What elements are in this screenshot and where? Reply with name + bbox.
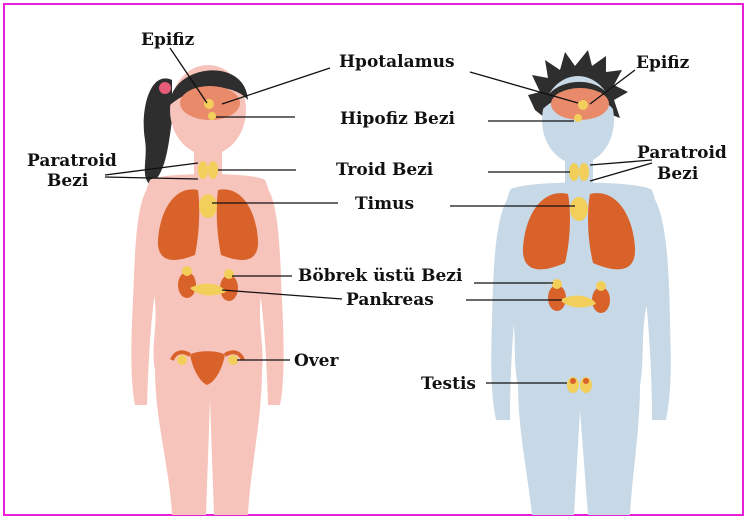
label-bobrek: Böbrek üstü Bezi	[298, 266, 463, 286]
label-hipofiz: Hipofiz Bezi	[340, 109, 456, 129]
label-pankreas: Pankreas	[346, 290, 434, 310]
female-legs	[155, 370, 262, 515]
label-paratroid-left-line2: Bezi	[47, 171, 89, 191]
male-adrenal-right	[596, 281, 606, 291]
male-hipofiz	[574, 114, 582, 122]
female-adrenal-left	[182, 266, 192, 276]
female-hipofiz	[208, 112, 216, 120]
male-troid-left	[569, 163, 579, 181]
label-epifiz-right: Epifiz	[636, 53, 690, 73]
male-timus	[570, 197, 588, 221]
female-ovary-right	[228, 355, 238, 365]
male-adrenal-left	[552, 279, 562, 289]
label-paratroid-right-line2: Bezi	[657, 164, 699, 184]
label-troid: Troid Bezi	[336, 160, 434, 180]
male-legs	[518, 385, 640, 515]
label-over: Over	[294, 351, 340, 371]
label-paratroid-right-line1: Paratroid	[637, 143, 727, 163]
line-paratroid-right-b	[590, 163, 652, 181]
label-epifiz-left: Epifiz	[141, 30, 195, 50]
label-paratroid-left-line1: Paratroid	[27, 151, 117, 171]
male-testis-left-detail	[570, 378, 576, 384]
label-timus: Timus	[355, 194, 414, 214]
female-troid-left	[198, 161, 208, 179]
female-timus	[199, 194, 217, 218]
female-adrenal-right	[224, 269, 234, 279]
male-epifiz	[578, 100, 588, 110]
female-figure	[131, 65, 283, 515]
female-troid-right	[208, 161, 218, 179]
male-troid-right	[579, 163, 589, 181]
hair-ribbon	[159, 82, 171, 94]
female-ovary-left	[177, 355, 187, 365]
label-testis: Testis	[421, 374, 476, 394]
label-hipotalamus: Hpotalamus	[339, 52, 455, 72]
female-left-arm	[131, 185, 155, 405]
male-testis-right-detail	[583, 378, 589, 384]
